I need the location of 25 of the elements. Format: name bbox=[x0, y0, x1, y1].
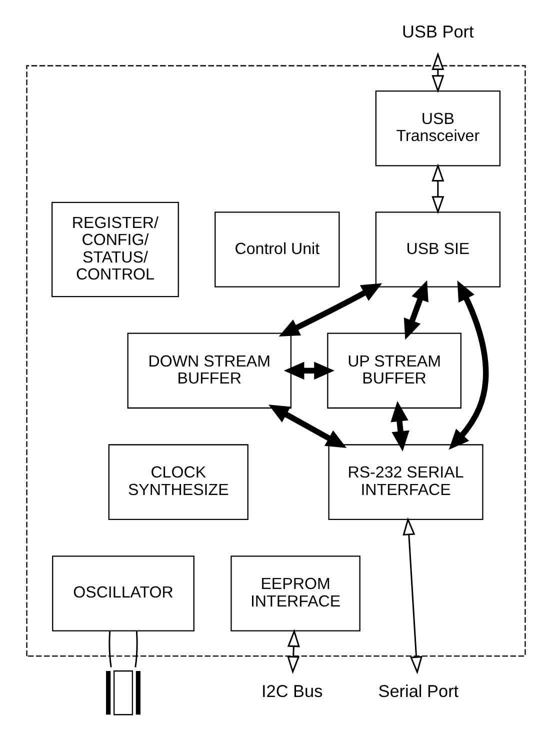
arrow bbox=[448, 280, 488, 450]
arrow bbox=[402, 517, 422, 674]
arrow bbox=[403, 280, 428, 340]
arrow bbox=[431, 164, 444, 214]
arrow bbox=[268, 404, 346, 448]
node-box: CLOCK SYNTHESIZE bbox=[108, 444, 248, 520]
node-text: I2C Bus bbox=[260, 680, 322, 701]
arrow bbox=[390, 401, 409, 452]
node-box: DOWN STREAM BUFFER bbox=[126, 332, 291, 409]
node-text: USB Port bbox=[402, 22, 474, 42]
arrow bbox=[431, 52, 444, 94]
arrow bbox=[286, 629, 300, 674]
arrow bbox=[283, 362, 334, 380]
connector bbox=[108, 631, 112, 668]
node-text: Serial Port bbox=[378, 680, 458, 701]
arrow bbox=[278, 283, 382, 336]
node-box: USB SIE bbox=[374, 212, 500, 288]
node-box: Control Unit bbox=[214, 212, 340, 288]
node-box: REGISTER/ CONFIG/ STATUS/ CONTROL bbox=[50, 202, 178, 298]
node-box: USB Transceiver bbox=[374, 90, 500, 166]
connector bbox=[134, 631, 138, 668]
node-box: EEPROM INTERFACE bbox=[230, 556, 360, 632]
node-box: OSCILLATOR bbox=[52, 556, 194, 632]
node-box: RS-232 SERIAL INTERFACE bbox=[328, 444, 483, 520]
node-box: UP STREAM BUFFER bbox=[326, 332, 461, 409]
